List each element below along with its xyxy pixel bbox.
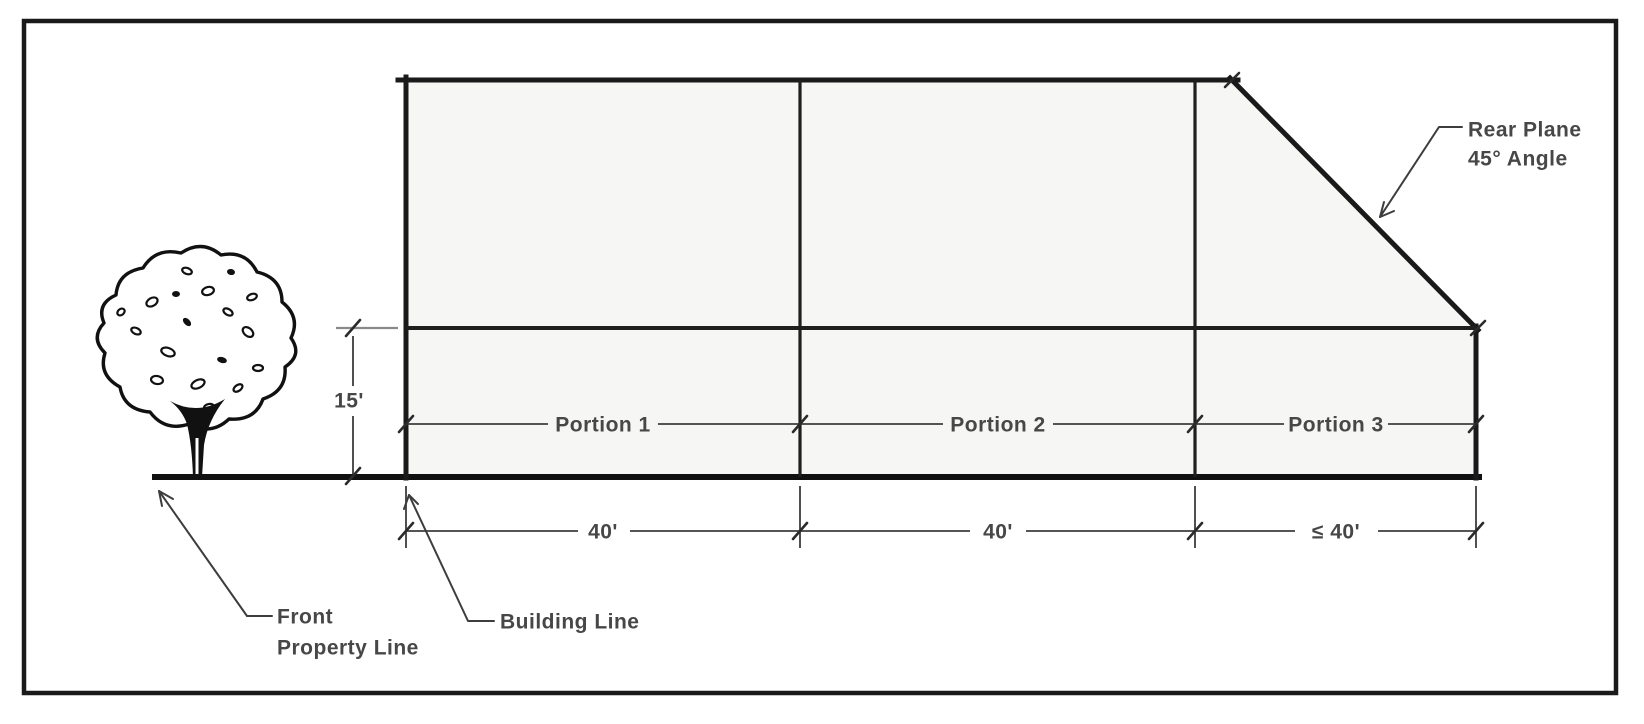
rear-plane-arrowhead <box>1379 201 1395 218</box>
rear-plane-label-line2: 45° Angle <box>1468 148 1568 171</box>
building-line-label: Building Line <box>500 611 639 634</box>
width-dimension-string: 40' 40' ≤ 40' <box>397 486 1485 548</box>
portion-label-line: Portion 1 Portion 2 Portion 3 <box>397 414 1485 437</box>
tree-canopy <box>95 244 298 431</box>
rear-plane-leader <box>1379 126 1463 218</box>
tree-illustration <box>95 244 298 477</box>
height-dimension-label: 15' <box>334 390 364 413</box>
diagram-border <box>21 18 1619 696</box>
height-dimension: 15' <box>334 318 398 486</box>
portion-1-width: 40' <box>588 521 618 544</box>
front-property-label-line2: Property Line <box>277 637 419 660</box>
building-line-arrowhead <box>403 494 419 510</box>
building-envelope-fill <box>406 80 1476 477</box>
front-property-annotation: Front Property Line <box>158 490 419 660</box>
portion-2-width: 40' <box>983 521 1013 544</box>
portion-2-label: Portion 2 <box>950 414 1046 437</box>
portion-3-label: Portion 3 <box>1288 414 1384 437</box>
corner-tick-rear <box>1469 319 1487 337</box>
corner-tick-top <box>1223 71 1241 89</box>
building-line-annotation: Building Line <box>403 494 639 634</box>
tree-leaves <box>116 266 265 412</box>
rear-plane-annotation: Rear Plane 45° Angle <box>1379 119 1582 218</box>
front-property-leader <box>158 490 273 617</box>
rear-plane-label-line1: Rear Plane <box>1468 119 1582 142</box>
building-envelope-outline <box>395 71 1487 481</box>
portion-3-width: ≤ 40' <box>1312 521 1360 544</box>
front-property-label-line1: Front <box>277 606 333 629</box>
building-line-leader <box>408 494 495 622</box>
front-property-arrowhead <box>158 490 174 507</box>
portion-1-label: Portion 1 <box>555 414 651 437</box>
rear-plane-45-line <box>1226 74 1482 334</box>
